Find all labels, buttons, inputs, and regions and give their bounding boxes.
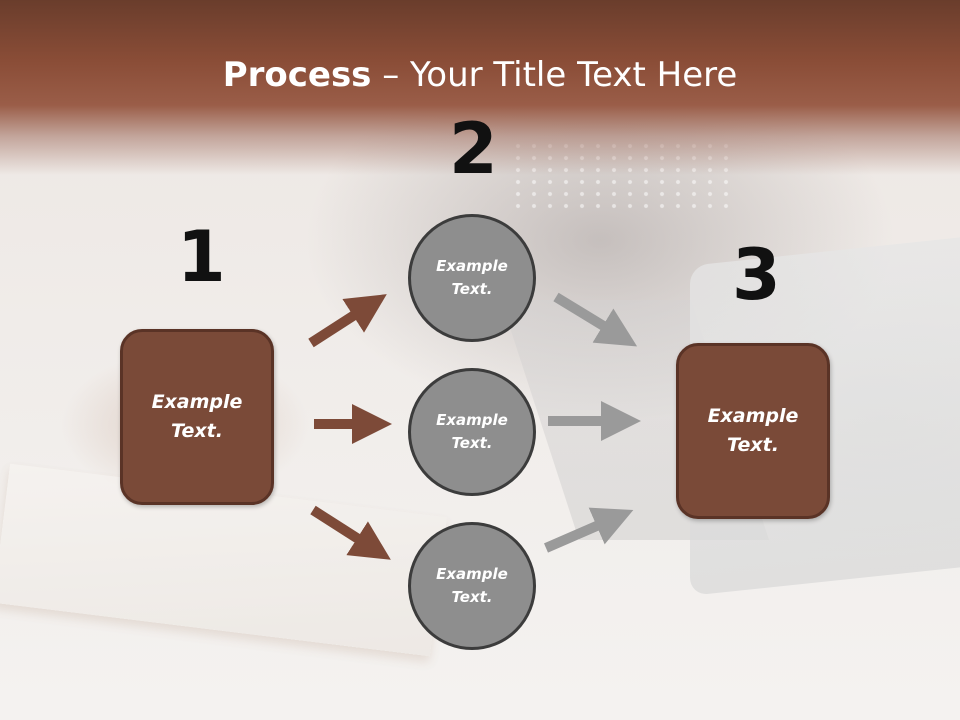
- arrow-2a-to-3: [553, 292, 638, 347]
- arrow-1-to-2a: [308, 294, 387, 348]
- step-2-circle-bottom-text: Example Text.: [436, 565, 508, 606]
- step-2-circle-top-text: Example Text.: [436, 257, 508, 298]
- step-number-3: 3: [732, 234, 781, 316]
- title-bold: Process: [222, 55, 372, 95]
- step-2-circle-middle: Example Text.: [408, 368, 536, 496]
- title-rest: – Your Title Text Here: [371, 55, 738, 95]
- header-band: [0, 0, 960, 175]
- step-2-circle-middle-text: Example Text.: [436, 411, 508, 452]
- arrow-2c-to-3: [544, 507, 634, 553]
- step-2-circle-top: Example Text.: [408, 214, 536, 342]
- step-number-1: 1: [177, 216, 226, 298]
- step-3-box: Example Text.: [676, 343, 830, 519]
- step-2-circle-bottom: Example Text.: [408, 522, 536, 650]
- step-1-box: Example Text.: [120, 329, 274, 505]
- step-3-text: Example Text.: [707, 405, 799, 456]
- step-number-2: 2: [449, 108, 498, 190]
- slide-title: Process – Your Title Text Here: [0, 54, 960, 96]
- arrow-1-to-2c: [310, 505, 391, 560]
- step-1-text: Example Text.: [151, 391, 243, 442]
